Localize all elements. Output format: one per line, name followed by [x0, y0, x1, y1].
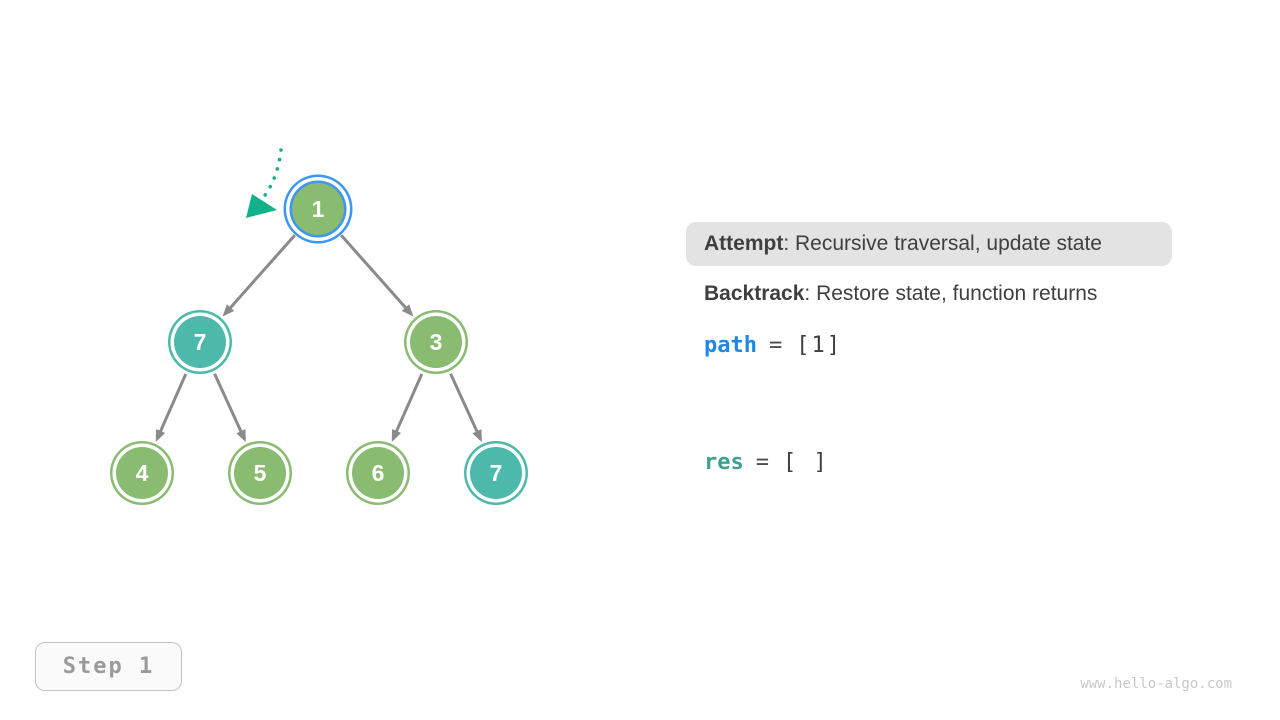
path-variable: path — [704, 332, 757, 358]
res-state-line: res = [ ] — [704, 440, 829, 484]
tree-node: 4 — [116, 447, 168, 499]
edge-7-4 — [155, 373, 188, 442]
attempt-description: : Recursive traversal, update state — [783, 232, 1102, 255]
backtrack-description: : Restore state, function returns — [804, 282, 1098, 305]
backtrack-label: Backtrack — [704, 282, 805, 305]
tree-node-current: 1 — [292, 183, 344, 235]
watermark: www.hello-algo.com — [1080, 676, 1232, 692]
res-value: [ ] — [783, 449, 829, 475]
tree-node: 7 — [470, 447, 522, 499]
path-equals: = — [768, 332, 783, 358]
attempt-label: Attempt — [704, 232, 784, 255]
edge-group — [155, 234, 482, 443]
res-variable: res — [704, 449, 744, 475]
attempt-callout: Attempt: Recursive traversal, update sta… — [686, 222, 1172, 266]
tree-node: 5 — [234, 447, 286, 499]
edge-1-3 — [340, 234, 414, 317]
edge-3-7 — [449, 373, 482, 443]
backtrack-text: Backtrack: Restore state, function retur… — [704, 282, 1097, 306]
res-equals: = — [755, 449, 769, 475]
tree-node: 6 — [352, 447, 404, 499]
path-value: [1] — [796, 332, 842, 358]
tree-node: 3 — [410, 316, 462, 368]
edge-1-7 — [222, 234, 296, 317]
edge-3-6 — [391, 373, 424, 442]
entry-arrow-icon — [246, 148, 283, 218]
attempt-text: Attempt: Recursive traversal, update sta… — [686, 232, 1102, 256]
step-badge: Step 1 — [35, 642, 182, 691]
tree-node: 7 — [174, 316, 226, 368]
path-state-line: path = [1] — [704, 323, 842, 367]
edge-7-5 — [213, 373, 246, 443]
backtrack-line: Backtrack: Restore state, function retur… — [704, 272, 1097, 316]
